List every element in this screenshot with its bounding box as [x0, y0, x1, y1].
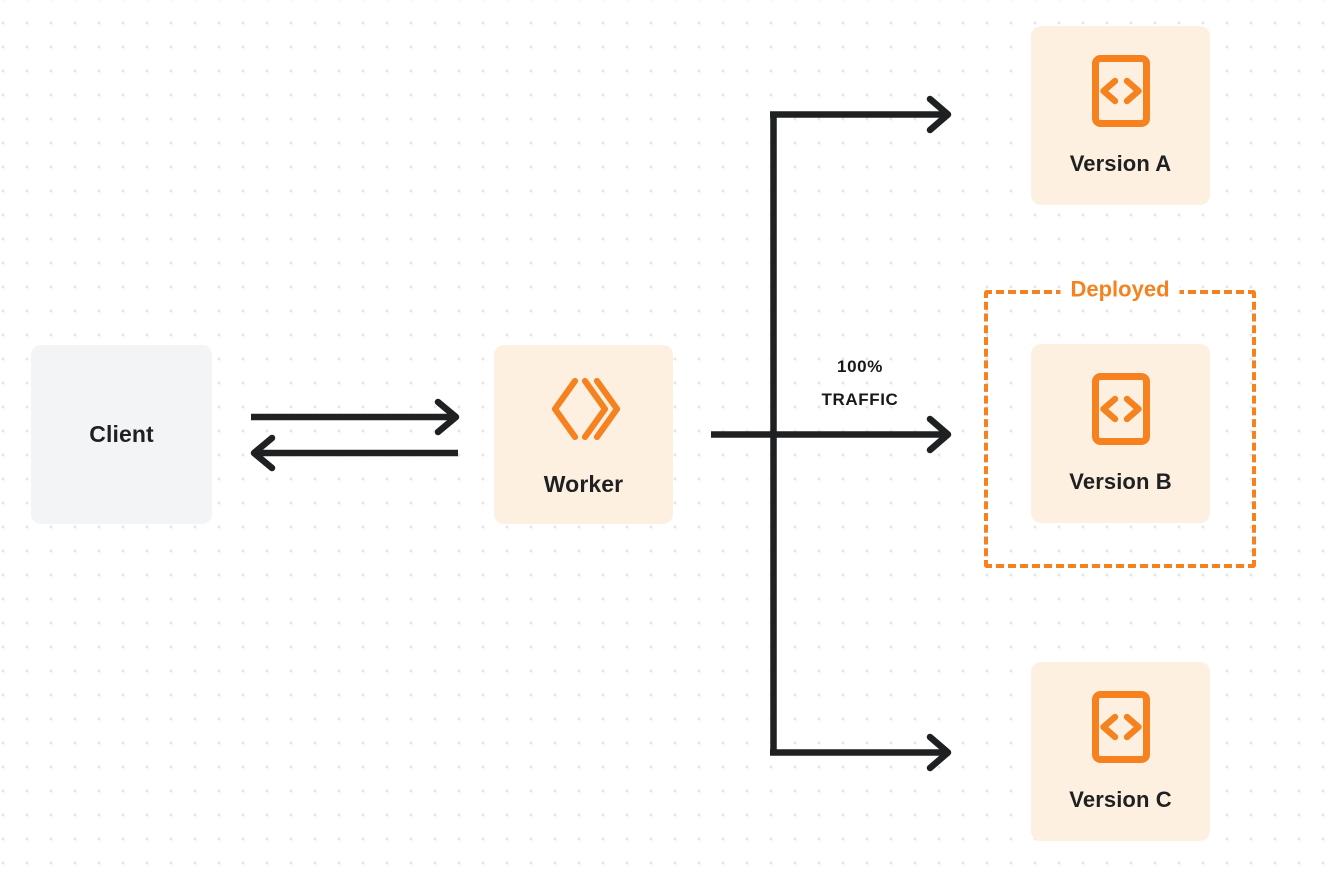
node-worker[interactable]: Worker	[494, 345, 673, 524]
code-file-icon	[1091, 54, 1151, 133]
node-worker-label: Worker	[543, 470, 624, 497]
connector-worker-to-version-b	[711, 415, 952, 454]
connector-worker-to-version-c	[770, 733, 952, 772]
node-version-c-label: Version C	[1069, 787, 1172, 812]
deployed-group-label: Deployed	[1060, 278, 1180, 301]
connector-client-to-worker	[251, 398, 460, 436]
connector-worker-to-client	[250, 434, 458, 472]
node-version-b[interactable]: Version B	[1031, 344, 1210, 523]
code-file-icon	[1091, 690, 1151, 769]
node-version-b-label: Version B	[1069, 469, 1172, 494]
connector-worker-to-version-a	[770, 95, 952, 134]
node-client[interactable]: Client	[31, 345, 212, 524]
code-file-icon	[1091, 372, 1151, 451]
node-version-a-label: Version A	[1069, 151, 1172, 176]
node-version-a[interactable]: Version A	[1031, 26, 1210, 205]
node-client-label: Client	[89, 421, 154, 447]
deployed-group-boundary: Deployed	[984, 278, 1256, 568]
cloudflare-workers-logo-icon	[547, 372, 621, 451]
traffic-percent-text: 100%	[837, 357, 883, 376]
traffic-annotation: 100% TRAFFIC	[790, 350, 930, 416]
traffic-word-text: TRAFFIC	[821, 390, 899, 410]
node-version-c[interactable]: Version C	[1031, 662, 1210, 841]
